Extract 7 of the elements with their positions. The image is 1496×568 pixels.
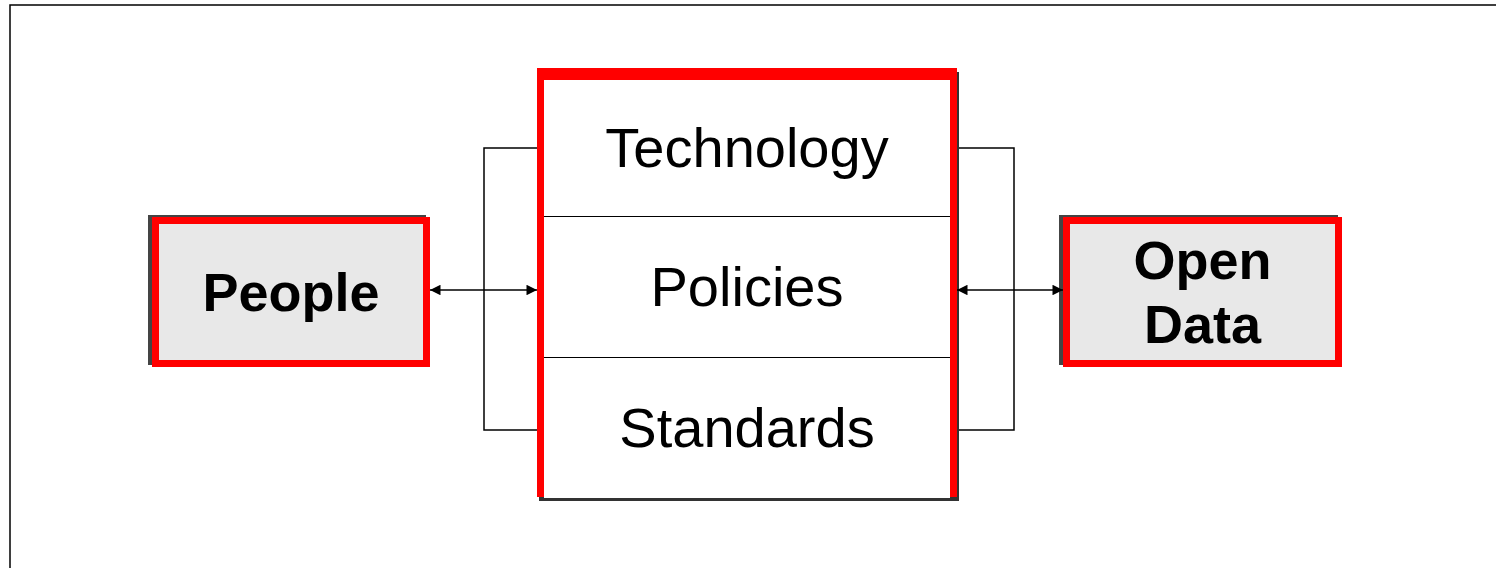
box-label: People [202, 261, 380, 324]
double-arrow [429, 284, 538, 296]
row-label: Policies [650, 257, 844, 317]
box-label: Open Data [1133, 229, 1272, 356]
double-arrow [956, 284, 1064, 296]
row-label: Technology [605, 118, 889, 178]
row-label: Standards [619, 398, 875, 458]
